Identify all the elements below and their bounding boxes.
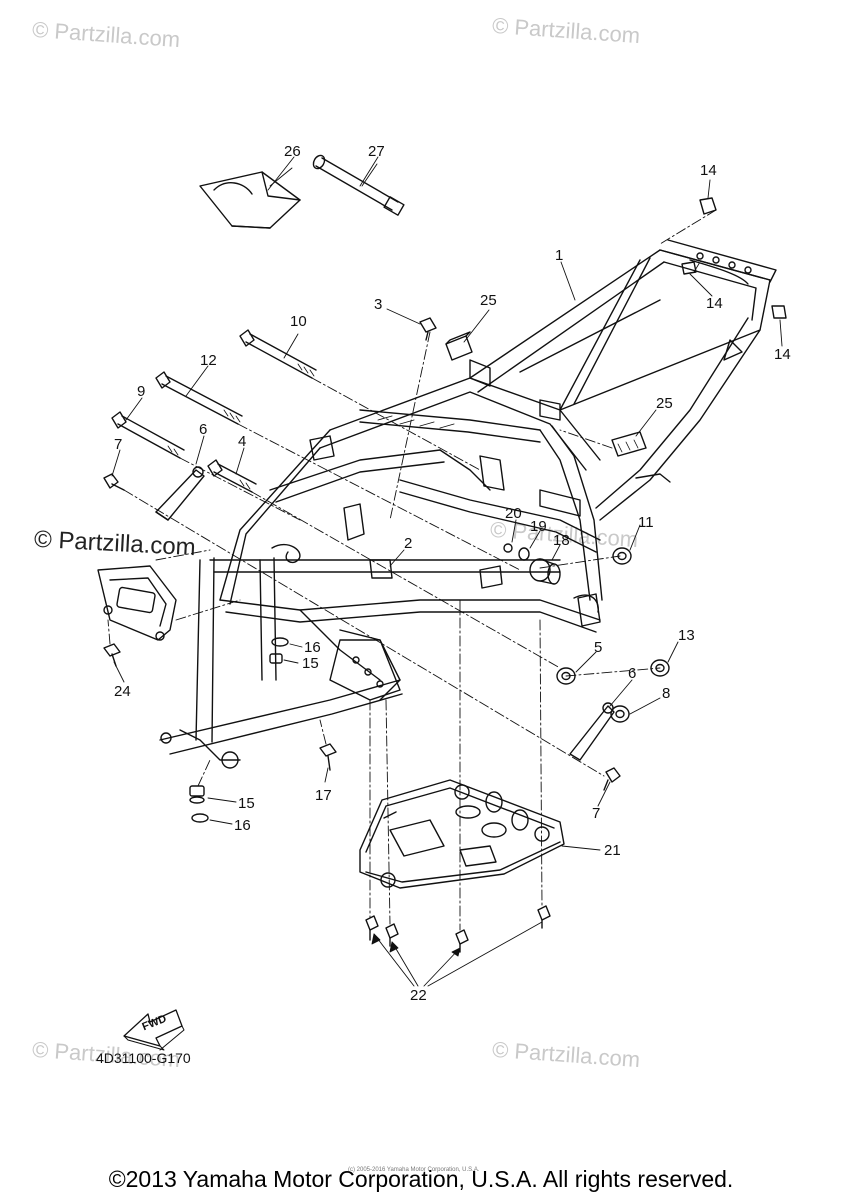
callout-14: 14 [700,162,717,179]
callout-27: 27 [368,143,385,160]
plug-15-lower [189,785,205,804]
leader-lines [111,156,783,987]
bracket-6-upper [155,466,205,521]
callout-16: 16 [234,817,251,834]
callout-22: 22 [410,987,427,1004]
callout-20: 20 [505,505,522,522]
ring-16-lower [191,813,209,823]
callout-6: 6 [199,421,208,438]
callout-21: 21 [604,842,621,859]
callout-1: 1 [555,247,564,264]
callout-15: 15 [238,795,255,812]
bolt-17 [319,743,337,771]
nut-11 [612,547,632,565]
screw-20 [503,543,513,553]
bolt-10 [239,329,317,379]
part-26-pouch [199,167,301,229]
callout-19: 19 [530,518,547,535]
callout-9: 9 [137,383,146,400]
ring-16-upper [271,637,289,647]
callout-26: 26 [284,143,301,160]
cap-14-right [771,305,787,319]
callout-11: 11 [638,514,654,531]
bolt-12 [155,371,243,425]
bolt-22-a [365,915,379,941]
callout-16: 16 [304,639,321,656]
collar-18 [529,558,561,585]
callout-24: 24 [114,683,131,700]
copyright-notice: ©2013 Yamaha Motor Corporation, U.S.A. A… [108,1166,734,1192]
callout-3: 3 [374,296,383,313]
bolt-3 [419,317,437,341]
fwd-arrow-icon [123,1009,185,1051]
plug-15-upper [269,653,283,664]
bolt-4 [207,459,257,493]
callout-12: 12 [200,352,217,369]
callout-5: 5 [594,639,603,656]
bolt-22-b [385,923,399,947]
callout-17: 17 [315,787,332,804]
cap-14-mid [681,261,697,275]
callout-18: 18 [553,532,570,549]
bolt-24 [103,643,121,667]
callout-14: 14 [774,346,791,363]
damper-25-upper [445,331,473,361]
diagram-code: 4D31100-G170 [96,1050,191,1066]
callout-10: 10 [290,313,307,330]
part-21-skid-plate [359,779,565,889]
damper-25-right [611,431,647,457]
part-27-tube [312,154,405,216]
washer-19 [518,547,530,561]
callout-14: 14 [706,295,723,312]
nut-8 [610,705,630,723]
callout-13: 13 [678,627,695,644]
callout-7: 7 [592,805,601,822]
bolt-7-upper [103,473,125,491]
bracket-6-lower [569,702,615,761]
callout-6: 6 [628,665,637,682]
callout-4: 4 [238,433,247,450]
callout-15: 15 [302,655,319,672]
small-copyright: (c) 2005-2016 Yamaha Motor Corporation, … [348,1167,480,1173]
bolt-9 [111,411,185,459]
callout-8: 8 [662,685,671,702]
callout-25: 25 [480,292,497,309]
bolt-22-d [537,905,551,929]
front-mount-bracket [97,565,177,641]
callout-25: 25 [656,395,673,412]
bolt-7-lower [603,767,621,791]
assembly-lines [107,209,717,931]
callout-7: 7 [114,436,123,453]
callout-2: 2 [404,535,413,552]
part-1-main-frame [159,239,777,769]
